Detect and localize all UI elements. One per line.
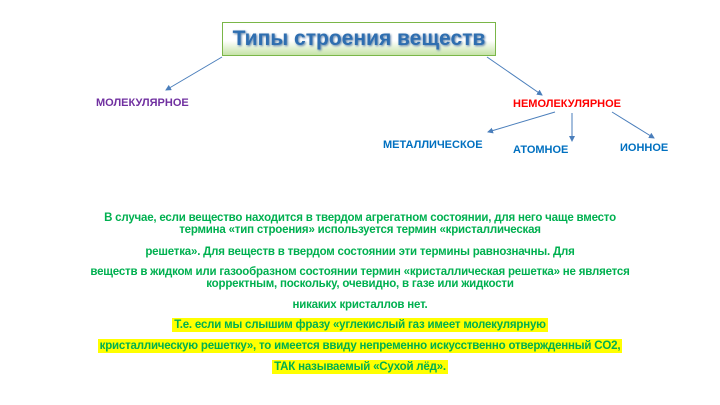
body-line: термина «тип строения» используется терм… bbox=[179, 224, 541, 236]
title-box: Типы строения веществ bbox=[222, 22, 496, 56]
body-line: веществ в жидком или газообразном состоя… bbox=[90, 266, 630, 278]
arrow-molecular bbox=[165, 56, 223, 91]
highlight-line: Т.е. если мы слышим фразу «углекислый га… bbox=[172, 318, 548, 332]
label-ionic: ИОННОЕ bbox=[620, 142, 669, 154]
body-line: корректным, поскольку, очевидно, в газе … bbox=[206, 278, 514, 290]
arrow-nonmolecular bbox=[486, 56, 543, 96]
arrow-metallic bbox=[487, 111, 556, 134]
label-molecular: МОЛЕКУЛЯРНОЕ bbox=[96, 97, 189, 109]
arrow-ionic bbox=[611, 111, 655, 139]
label-atomic: АТОМНОЕ bbox=[513, 144, 569, 156]
label-metallic: МЕТАЛЛИЧЕСКОЕ bbox=[383, 139, 483, 151]
label-nonmolecular: НЕМОЛЕКУЛЯРНОЕ bbox=[513, 98, 621, 110]
highlight-line: кристаллическую решетку», то имеется вви… bbox=[97, 339, 623, 353]
body-line: никаких кристаллов нет. bbox=[292, 299, 428, 311]
body-line: решетка». Для веществ в твердом состояни… bbox=[145, 246, 575, 258]
page-title: Типы строения веществ bbox=[232, 27, 486, 50]
highlight-line: ТАК называемый «Сухой лёд». bbox=[272, 360, 448, 374]
body-line: В случае, если вещество находится в твер… bbox=[104, 212, 616, 224]
